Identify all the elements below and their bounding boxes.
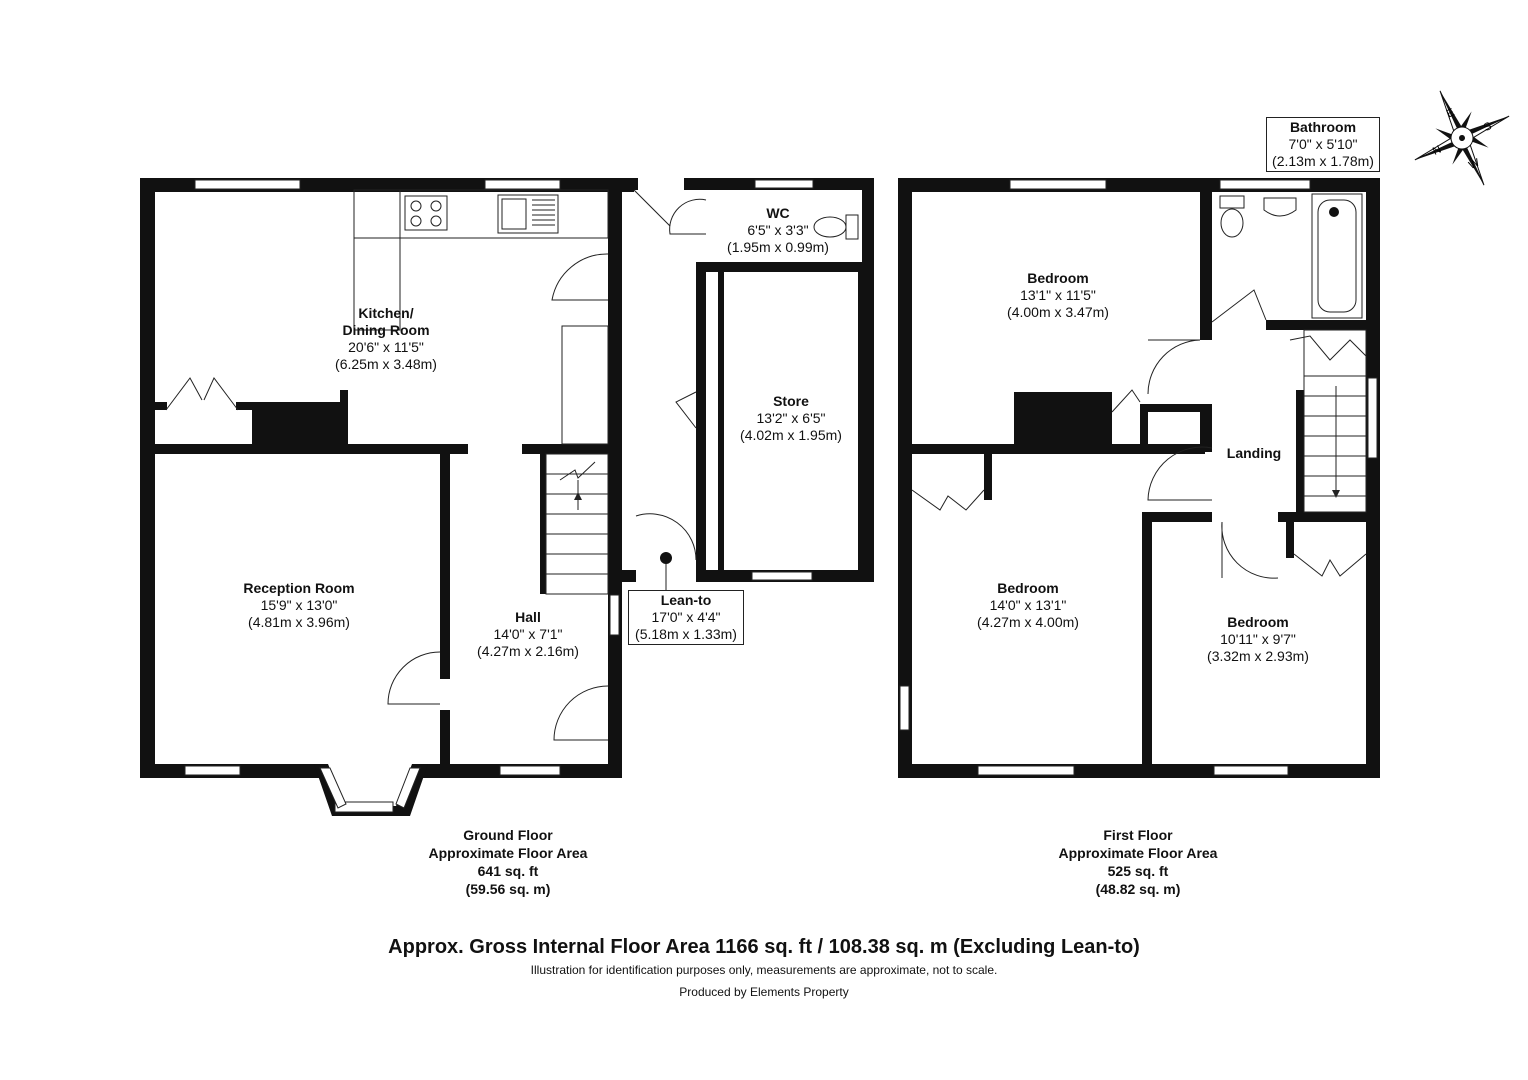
room-label-bedroom-3: Bedroom 10'11" x 9'7" (3.32m x 2.93m) (1188, 614, 1328, 665)
room-name: Landing (1226, 445, 1282, 461)
room-label-bathroom: Bathroom 7'0" x 5'10" (2.13m x 1.78m) (1266, 117, 1380, 172)
room-dimensions-imperial: 13'1" x 11'5" (1020, 287, 1096, 303)
room-name: Kitchen/ (358, 305, 414, 321)
compass-s-label: S (1482, 120, 1494, 134)
room-dimensions-metric: (6.25m x 3.48m) (335, 356, 437, 372)
room-name: WC (766, 205, 790, 221)
floor-area-sqft: 641 sq. ft (477, 863, 539, 879)
compass-e-label: E (1445, 107, 1457, 121)
room-name: Lean-to (660, 592, 712, 608)
floor-area-sqft: 525 sq. ft (1107, 863, 1169, 879)
floor-area-label: Approximate Floor Area (428, 845, 588, 861)
room-dimensions-imperial: 6'5" x 3'3" (747, 222, 809, 238)
room-dimensions-metric: (4.00m x 3.47m) (1007, 304, 1109, 320)
room-label-bedroom-1: Bedroom 13'1" x 11'5" (4.00m x 3.47m) (988, 270, 1128, 321)
room-dimensions-imperial: 13'2" x 6'5" (756, 410, 826, 426)
room-label-hall: Hall 14'0" x 7'1" (4.27m x 2.16m) (458, 609, 598, 660)
producer-credit: Produced by Elements Property (679, 985, 849, 999)
ground-floor-area: Ground Floor Approximate Floor Area 641 … (388, 826, 628, 898)
ground-floor-plan (140, 178, 874, 816)
room-name: Store (773, 393, 809, 409)
room-dimensions-metric: (3.32m x 2.93m) (1207, 648, 1309, 664)
room-name: Bedroom (997, 580, 1059, 596)
room-label-reception: Reception Room 15'9" x 13'0" (4.81m x 3.… (209, 580, 389, 631)
first-floor-plan (898, 178, 1380, 778)
disclaimer-text: Illustration for identification purposes… (530, 963, 998, 977)
room-dimensions-metric: (2.13m x 1.78m) (1272, 153, 1374, 169)
floor-area-label: Approximate Floor Area (1058, 845, 1218, 861)
gross-floor-area-total: Approx. Gross Internal Floor Area 1166 s… (388, 936, 1140, 958)
compass-rose-icon: E S W N (1414, 90, 1510, 186)
room-label-landing: Landing (1214, 445, 1294, 462)
room-dimensions-metric: (5.18m x 1.33m) (635, 626, 737, 642)
room-dimensions-imperial: 14'0" x 7'1" (493, 626, 563, 642)
room-label-bedroom-2: Bedroom 14'0" x 13'1" (4.27m x 4.00m) (958, 580, 1098, 631)
room-name: Dining Room (342, 322, 430, 338)
room-dimensions-imperial: 15'9" x 13'0" (260, 597, 338, 613)
room-label-leanto: Lean-to 17'0" x 4'4" (5.18m x 1.33m) (628, 590, 744, 645)
room-dimensions-imperial: 14'0" x 13'1" (989, 597, 1067, 613)
room-dimensions-metric: (4.27m x 2.16m) (477, 643, 579, 659)
room-dimensions-imperial: 17'0" x 4'4" (651, 609, 721, 625)
room-dimensions-metric: (4.27m x 4.00m) (977, 614, 1079, 630)
room-dimensions-imperial: 7'0" x 5'10" (1288, 136, 1358, 152)
room-name: Bedroom (1027, 270, 1089, 286)
floor-area-sqm: (59.56 sq. m) (465, 881, 551, 897)
first-floor-area: First Floor Approximate Floor Area 525 s… (1018, 826, 1258, 898)
floor-name: First Floor (1103, 827, 1173, 843)
room-name: Reception Room (243, 580, 355, 596)
room-dimensions-metric: (4.02m x 1.95m) (740, 427, 842, 443)
room-dimensions-metric: (4.81m x 3.96m) (248, 614, 350, 630)
room-label-wc: WC 6'5" x 3'3" (1.95m x 0.99m) (718, 205, 838, 256)
floor-name: Ground Floor (463, 827, 553, 843)
room-dimensions-metric: (1.95m x 0.99m) (727, 239, 829, 255)
room-name: Bathroom (1289, 119, 1357, 135)
room-name: Hall (515, 609, 541, 625)
room-dimensions-imperial: 20'6" x 11'5" (348, 339, 424, 355)
room-dimensions-imperial: 10'11" x 9'7" (1220, 631, 1296, 647)
room-label-kitchen: Kitchen/ Dining Room 20'6" x 11'5" (6.25… (306, 305, 466, 373)
room-label-store: Store 13'2" x 6'5" (4.02m x 1.95m) (724, 393, 858, 444)
floor-area-sqm: (48.82 sq. m) (1095, 881, 1181, 897)
room-name: Bedroom (1227, 614, 1289, 630)
